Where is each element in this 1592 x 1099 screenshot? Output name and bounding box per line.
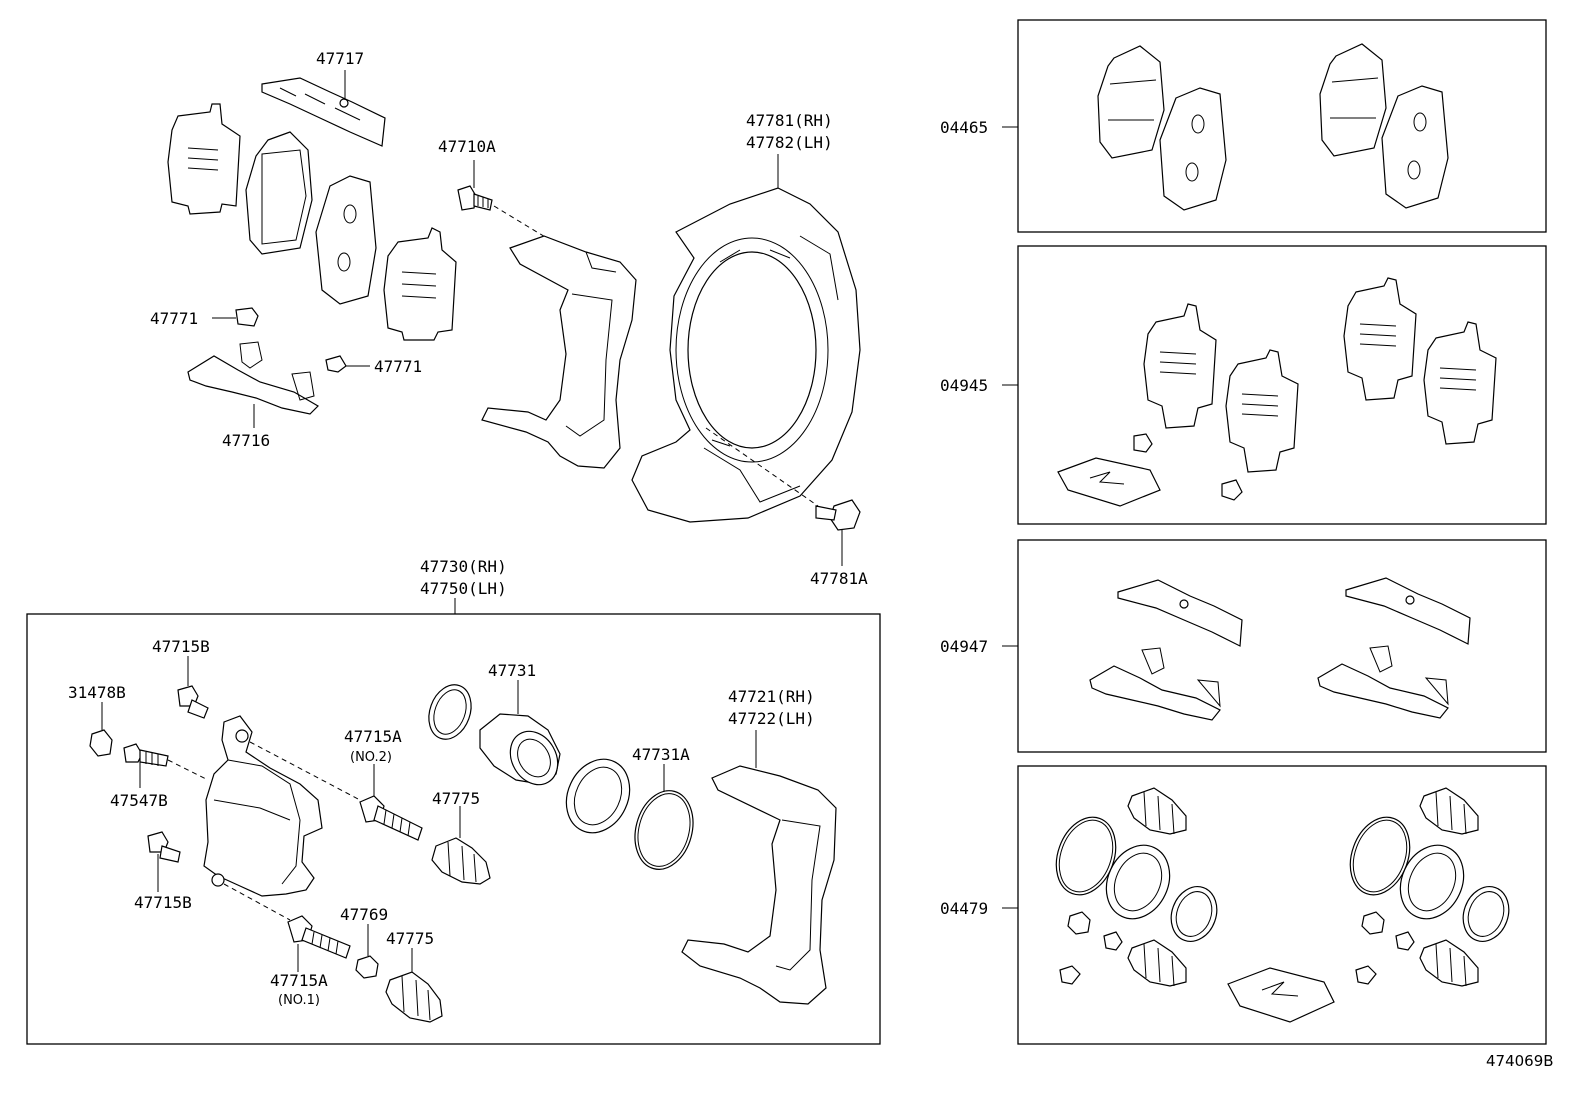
label-47771-a: 47771	[150, 309, 198, 328]
bolt-47781A	[815, 499, 861, 531]
disc-brake-pad-outer	[245, 131, 313, 255]
anti-squeal-shim-inner-right	[383, 227, 457, 341]
kit-04479-seals-boots	[1055, 787, 1510, 1023]
anti-squeal-shim-47716	[187, 341, 319, 415]
label-47715A-no2: 47715A	[344, 727, 402, 746]
pad-wear-indicator-clip-47771-b	[325, 355, 347, 373]
bleeder-plug-47715B-top	[177, 685, 209, 719]
label-47781-rh: 47781(RH)	[746, 111, 833, 130]
label-47731: 47731	[488, 661, 536, 680]
kit-04947-shims	[1089, 577, 1471, 721]
label-47750-lh: 47750(LH)	[420, 579, 507, 598]
kit-box-04479	[1017, 765, 1547, 1045]
kit-label-04947: 04947	[940, 637, 988, 656]
label-47716: 47716	[222, 431, 270, 450]
label-47781A: 47781A	[810, 569, 868, 588]
cylinder-mounting-47721	[681, 765, 837, 1005]
disc-brake-dust-cover	[631, 187, 861, 523]
cylinder-boot-47775-b	[385, 971, 443, 1023]
bolt-47710A	[457, 185, 493, 211]
label-47710A: 47710A	[438, 137, 496, 156]
kit-04945-shims	[1057, 277, 1497, 507]
kit-box-04465	[1017, 19, 1547, 233]
kit-04465-pads	[1097, 43, 1449, 211]
anti-squeal-shim-outer-left	[167, 103, 241, 215]
cylinder-boot-47775-a	[431, 837, 491, 885]
label-47715A-no1: 47715A	[270, 971, 328, 990]
bush-47769	[355, 955, 379, 979]
cylinder-piston-47731	[479, 713, 561, 786]
label-47775-a: 47775	[432, 789, 480, 808]
label-47717: 47717	[316, 49, 364, 68]
kit-label-04465: 04465	[940, 118, 988, 137]
label-47771-b: 47771	[374, 357, 422, 376]
label-47775-b: 47775	[386, 929, 434, 948]
cylinder-mounting-upper	[481, 235, 637, 469]
label-47722-lh: 47722(LH)	[728, 709, 815, 728]
caliper-body	[203, 715, 323, 897]
bleeder-plug-47715B-bottom	[147, 831, 181, 863]
label-47715B-bottom: 47715B	[134, 893, 192, 912]
kit-box-04947	[1017, 539, 1547, 753]
label-47715B-top: 47715B	[152, 637, 210, 656]
kit-label-04479: 04479	[940, 899, 988, 918]
label-47721-rh: 47721(RH)	[728, 687, 815, 706]
label-47731A: 47731A	[632, 745, 690, 764]
anti-squeal-shim-47717	[261, 77, 386, 147]
label-31478B: 31478B	[68, 683, 126, 702]
kit-label-04945: 04945	[940, 376, 988, 395]
piston-seal-47731A	[634, 790, 694, 870]
slide-pin-47715A-no2	[359, 795, 423, 841]
label-47782-lh: 47782(LH)	[746, 133, 833, 152]
bleeder-plug-cap-31478B	[89, 729, 113, 757]
slide-pin-47715A-no1	[287, 915, 351, 959]
note-no1: (NO.1)	[278, 993, 320, 1008]
cylinder-boot-ring	[565, 758, 631, 834]
pad-wear-indicator-clip-47771-a	[235, 307, 259, 327]
disc-brake-pad-inner	[315, 175, 377, 305]
bleeder-plug-47547B	[123, 743, 169, 767]
diagram-id: 474069B	[1486, 1052, 1554, 1070]
label-47769: 47769	[340, 905, 388, 924]
caliper-assembly-box	[26, 613, 881, 1045]
label-47547B: 47547B	[110, 791, 168, 810]
piston-seal-ring	[428, 684, 472, 740]
label-47730-rh: 47730(RH)	[420, 557, 507, 576]
note-no2: (NO.2)	[350, 750, 392, 765]
